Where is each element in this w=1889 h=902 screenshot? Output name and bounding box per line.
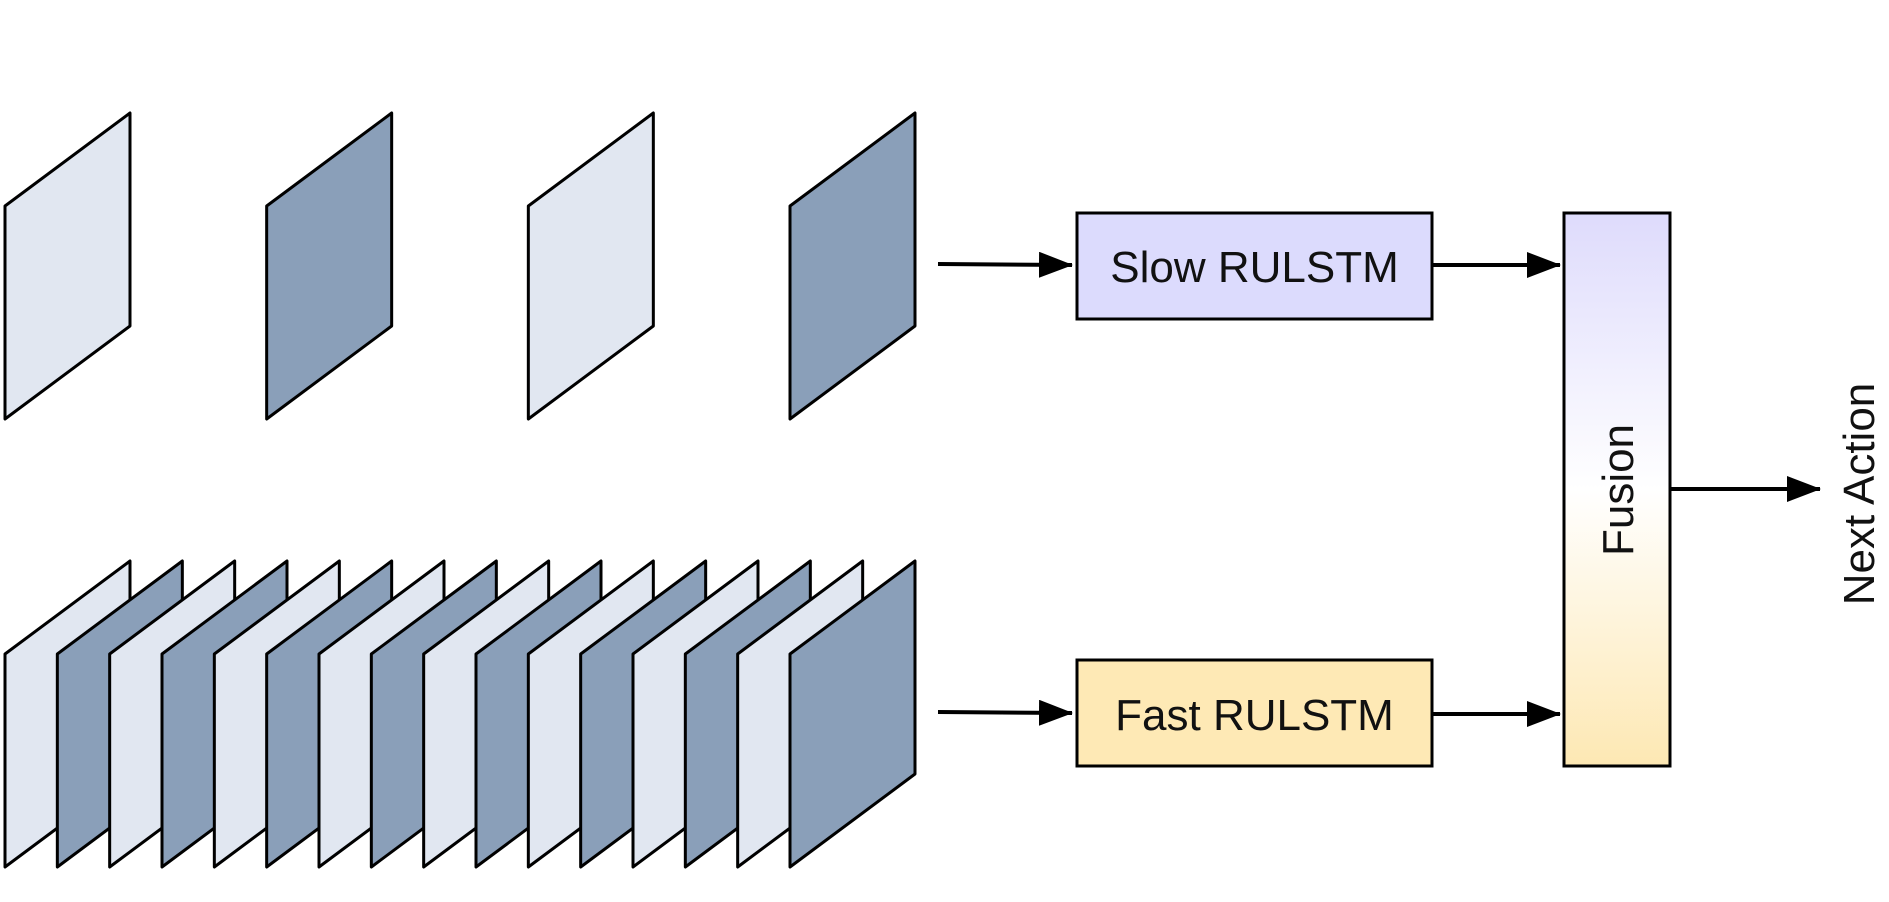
slow-frame-4 xyxy=(788,111,917,421)
slow-frame-3 xyxy=(526,111,655,421)
fusion-block: Fusion xyxy=(1562,211,1672,768)
slow-rulstm-label: Slow RULSTM xyxy=(1110,243,1399,292)
fast-rulstm-block: Fast RULSTM xyxy=(1075,658,1434,768)
slow-frame-1 xyxy=(3,111,132,421)
arrow-fast-frames-to-fast-rulstm xyxy=(937,699,1073,726)
slow-frame-stack xyxy=(3,111,917,421)
fast-rulstm-label: Fast RULSTM xyxy=(1115,691,1394,740)
slow-frame-2 xyxy=(265,111,394,421)
fusion-label: Fusion xyxy=(1594,424,1643,556)
fast-frame-16 xyxy=(788,559,917,869)
slow-rulstm-block: Slow RULSTM xyxy=(1075,211,1434,321)
fast-frame-stack xyxy=(3,559,917,869)
arrow-slow-frames-to-slow-rulstm xyxy=(937,251,1073,278)
next-action-label: Next Action xyxy=(1835,383,1884,606)
